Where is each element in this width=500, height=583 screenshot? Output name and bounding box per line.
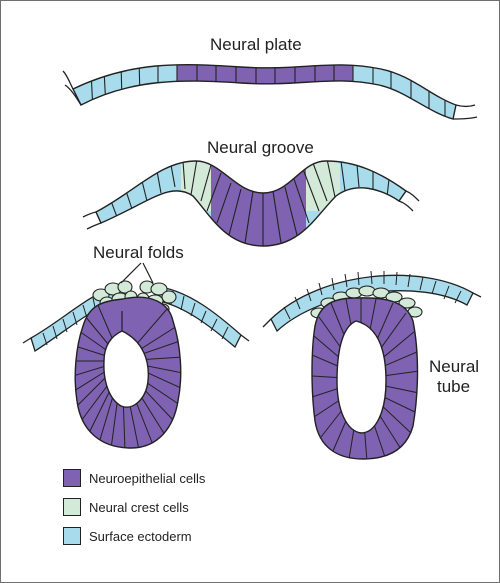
legend-item-neural-crest: Neural crest cells — [63, 497, 205, 517]
folds-pointer-left — [120, 262, 142, 284]
neural-tube-label-line2: tube — [437, 377, 471, 396]
folds-ectoderm-right — [158, 286, 242, 349]
surface-ectoderm-swatch — [63, 527, 81, 545]
legend-item-neuroepithelial: Neuroepithelial cells — [63, 468, 205, 488]
plate-neuroepithelium — [177, 64, 353, 119]
neural-folds-label: Neural folds — [93, 243, 184, 262]
neuroepithelial-swatch — [63, 469, 81, 487]
legend-item-surface-ectoderm: Surface ectoderm — [63, 526, 205, 546]
folds-pointer-right — [142, 262, 154, 284]
plate-edge-left — [62, 70, 74, 90]
neural-plate-drawing — [62, 64, 478, 120]
neural-plate-label: Neural plate — [210, 35, 302, 54]
neural-groove-label: Neural groove — [207, 138, 314, 157]
legend-label: Surface ectoderm — [89, 528, 192, 544]
legend-label: Neuroepithelial cells — [89, 470, 206, 486]
plate-surface-ectoderm — [73, 64, 456, 119]
legend-label: Neural crest cells — [89, 499, 189, 515]
neural-crest-swatch — [63, 498, 81, 516]
groove-neural-crest-right — [306, 161, 340, 211]
neural-tube-label-line1: Neural — [429, 357, 480, 376]
groove-cell-boundaries — [110, 161, 390, 246]
legend: Neuroepithelial cells Neural crest cells… — [63, 468, 205, 555]
neural-groove-drawing — [82, 160, 420, 247]
plate-edge-right — [455, 104, 476, 108]
neural-folds-drawing — [22, 262, 250, 449]
